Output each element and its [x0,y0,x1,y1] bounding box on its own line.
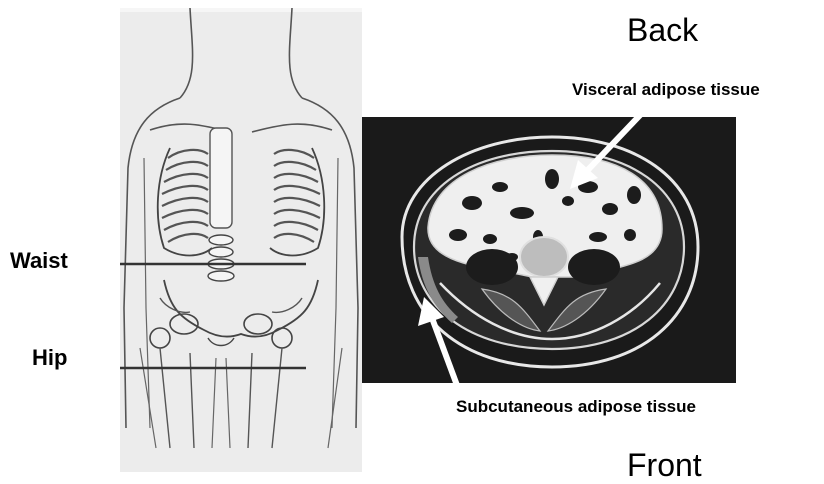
waist-label: Waist [10,248,68,274]
ct-cross-section-image [362,117,736,383]
back-label: Back [627,12,698,49]
front-label: Front [627,447,702,484]
subcutaneous-label: Subcutaneous adipose tissue [456,397,696,417]
torso-skeleton-illustration [120,8,362,472]
visceral-label: Visceral adipose tissue [572,80,760,100]
hip-label: Hip [32,345,67,371]
